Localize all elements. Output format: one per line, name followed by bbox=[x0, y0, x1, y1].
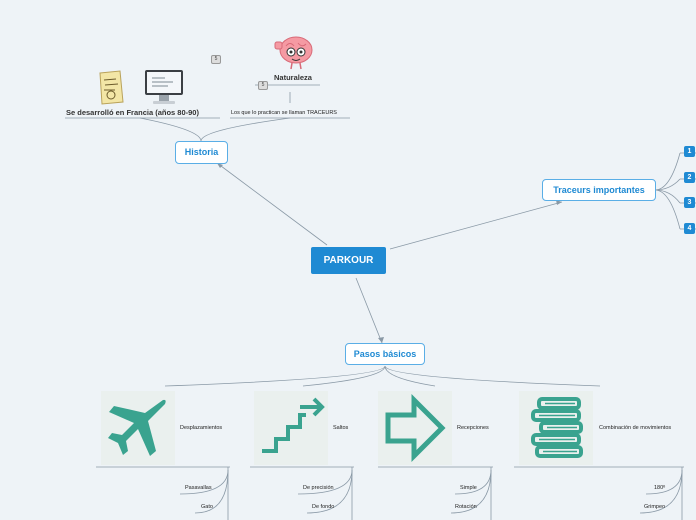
category-label-combinacion: Combinación de movimientos bbox=[599, 425, 672, 431]
france-label: Se desarrolló en Francia (años 80-90) bbox=[66, 108, 199, 117]
scroll-map-icon bbox=[96, 70, 126, 106]
brain-mascot-icon bbox=[272, 34, 318, 70]
stairs-icon bbox=[254, 391, 328, 465]
sub-item[interactable]: Gato bbox=[201, 504, 213, 510]
traceurs-node[interactable]: Traceurs importantes bbox=[542, 179, 656, 201]
computer-monitor-icon bbox=[143, 69, 185, 107]
naturaleza-label: Naturaleza bbox=[274, 73, 312, 82]
traceur-item-3[interactable]: 3 bbox=[684, 197, 695, 208]
central-topic[interactable]: PARKOUR bbox=[311, 247, 386, 274]
historia-node[interactable]: Historia bbox=[175, 141, 228, 164]
pasos-basicos-node[interactable]: Pasos básicos bbox=[345, 343, 425, 365]
category-label-recepciones: Recepciones bbox=[457, 425, 489, 431]
sub-item[interactable]: Grimpeo bbox=[644, 504, 666, 510]
sub-item[interactable]: 180º bbox=[654, 485, 666, 491]
sub-item[interactable]: Simple bbox=[460, 485, 477, 491]
category-label-saltos: Saltos bbox=[333, 425, 349, 431]
airplane-icon bbox=[101, 391, 175, 465]
traceur-item-4[interactable]: 4 bbox=[684, 223, 695, 234]
collapsed-count-badge[interactable]: 5 bbox=[211, 55, 221, 64]
collapsed-count-badge[interactable]: 5 bbox=[258, 81, 268, 90]
sub-item[interactable]: De fondo bbox=[312, 504, 335, 510]
traceur-item-1[interactable]: 1 bbox=[684, 146, 695, 157]
category-label-desplazamientos: Desplazamientos bbox=[180, 425, 223, 431]
sub-item[interactable]: Pasavallas bbox=[185, 485, 212, 491]
traceurs-note: Los que lo practican se llaman TRACEURS bbox=[231, 110, 337, 116]
traceur-item-2[interactable]: 2 bbox=[684, 172, 695, 183]
sub-item[interactable]: Rotación bbox=[455, 504, 477, 510]
books-icon bbox=[519, 391, 593, 465]
arrow-right-icon bbox=[378, 391, 452, 465]
sub-item[interactable]: De precisión bbox=[303, 485, 334, 491]
